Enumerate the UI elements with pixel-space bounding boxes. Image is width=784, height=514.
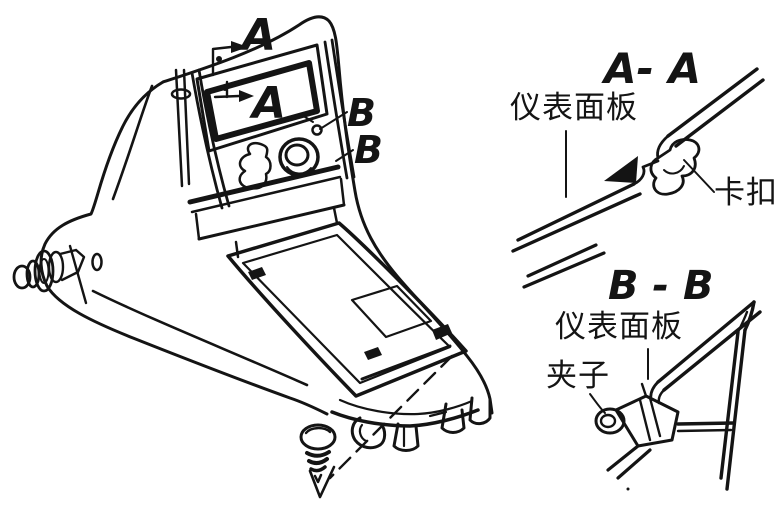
side-crease xyxy=(111,84,154,201)
panel-edge xyxy=(522,251,606,289)
push-pin-fastener xyxy=(12,248,86,293)
dashed-leader-arrow xyxy=(308,354,454,499)
screw-slot xyxy=(304,426,332,435)
opening-inner xyxy=(204,60,320,142)
frame-flange xyxy=(676,421,736,426)
bin-outer-lip xyxy=(226,221,468,398)
section-label-b-lower: B xyxy=(354,128,383,172)
panel-edge xyxy=(516,182,636,242)
console-outline-right xyxy=(161,15,494,415)
detail-bb-title: B - B xyxy=(608,263,714,309)
cut-tick-b-lower xyxy=(335,149,354,162)
section-label-a-inner: A xyxy=(252,78,287,129)
clamp-leader xyxy=(589,393,606,414)
frame-flange xyxy=(676,428,733,433)
opening-outer xyxy=(195,43,329,153)
bin-front-edge xyxy=(360,344,452,381)
clamp-tail xyxy=(606,444,652,480)
frame-member xyxy=(725,328,747,491)
clip-leader xyxy=(683,159,715,193)
panel-step xyxy=(632,159,660,186)
detail-aa-drawing xyxy=(511,67,765,289)
screw-thread xyxy=(305,450,331,458)
cut-line-a-top xyxy=(211,45,233,77)
clip-arrow xyxy=(604,156,638,183)
screw-tip xyxy=(313,473,323,484)
clamp-body xyxy=(614,394,680,448)
detail-aa-clip-label: 卡扣 xyxy=(714,175,778,211)
storage-bin xyxy=(226,221,468,398)
section-label-a-top: A xyxy=(242,10,277,61)
radio-opening xyxy=(195,43,329,153)
v-arrowhead xyxy=(308,465,336,499)
bin-bracket xyxy=(248,267,266,280)
rod-collar xyxy=(170,88,192,100)
detail-bb-panel-label: 仪表面板 xyxy=(555,309,683,345)
panel-edge xyxy=(511,192,642,253)
panel-edge xyxy=(656,300,756,384)
cut-tick-b-upper xyxy=(319,111,348,130)
console-outline-left xyxy=(39,80,329,416)
bin-bracket xyxy=(364,347,382,360)
screw-post xyxy=(311,124,323,136)
detail-bb-drawing xyxy=(589,300,762,491)
detail-aa-title: A- A xyxy=(604,44,702,93)
panel-edge xyxy=(526,243,598,278)
bottom-feet xyxy=(330,396,492,452)
cut-arrowhead xyxy=(231,41,248,53)
detail-aa-panel-label: 仪表面板 xyxy=(510,90,638,126)
section-label-b-upper: B xyxy=(347,91,376,135)
support-rod xyxy=(174,68,191,188)
side-hole xyxy=(91,252,103,272)
cut-arrowhead xyxy=(239,90,254,102)
mating-panel xyxy=(674,78,765,148)
short-crease xyxy=(68,244,88,305)
clip-shape xyxy=(649,138,701,196)
bin-bracket xyxy=(432,324,452,340)
screw-thread xyxy=(309,465,327,473)
console-face-frame xyxy=(190,38,356,210)
bin-floor-detail xyxy=(350,284,433,339)
frame-member xyxy=(719,330,740,480)
section-cut-marks xyxy=(211,41,354,162)
shelf-tray xyxy=(187,164,346,259)
panel-edge xyxy=(662,310,762,392)
lighter-knob xyxy=(278,137,320,177)
lower-crease xyxy=(91,289,309,387)
screw-head xyxy=(299,423,337,451)
screw-thread xyxy=(307,457,329,466)
mounting-screw xyxy=(299,423,337,484)
detail-bb-clamp-label: 夹子 xyxy=(546,358,610,394)
mating-panel xyxy=(666,67,759,138)
